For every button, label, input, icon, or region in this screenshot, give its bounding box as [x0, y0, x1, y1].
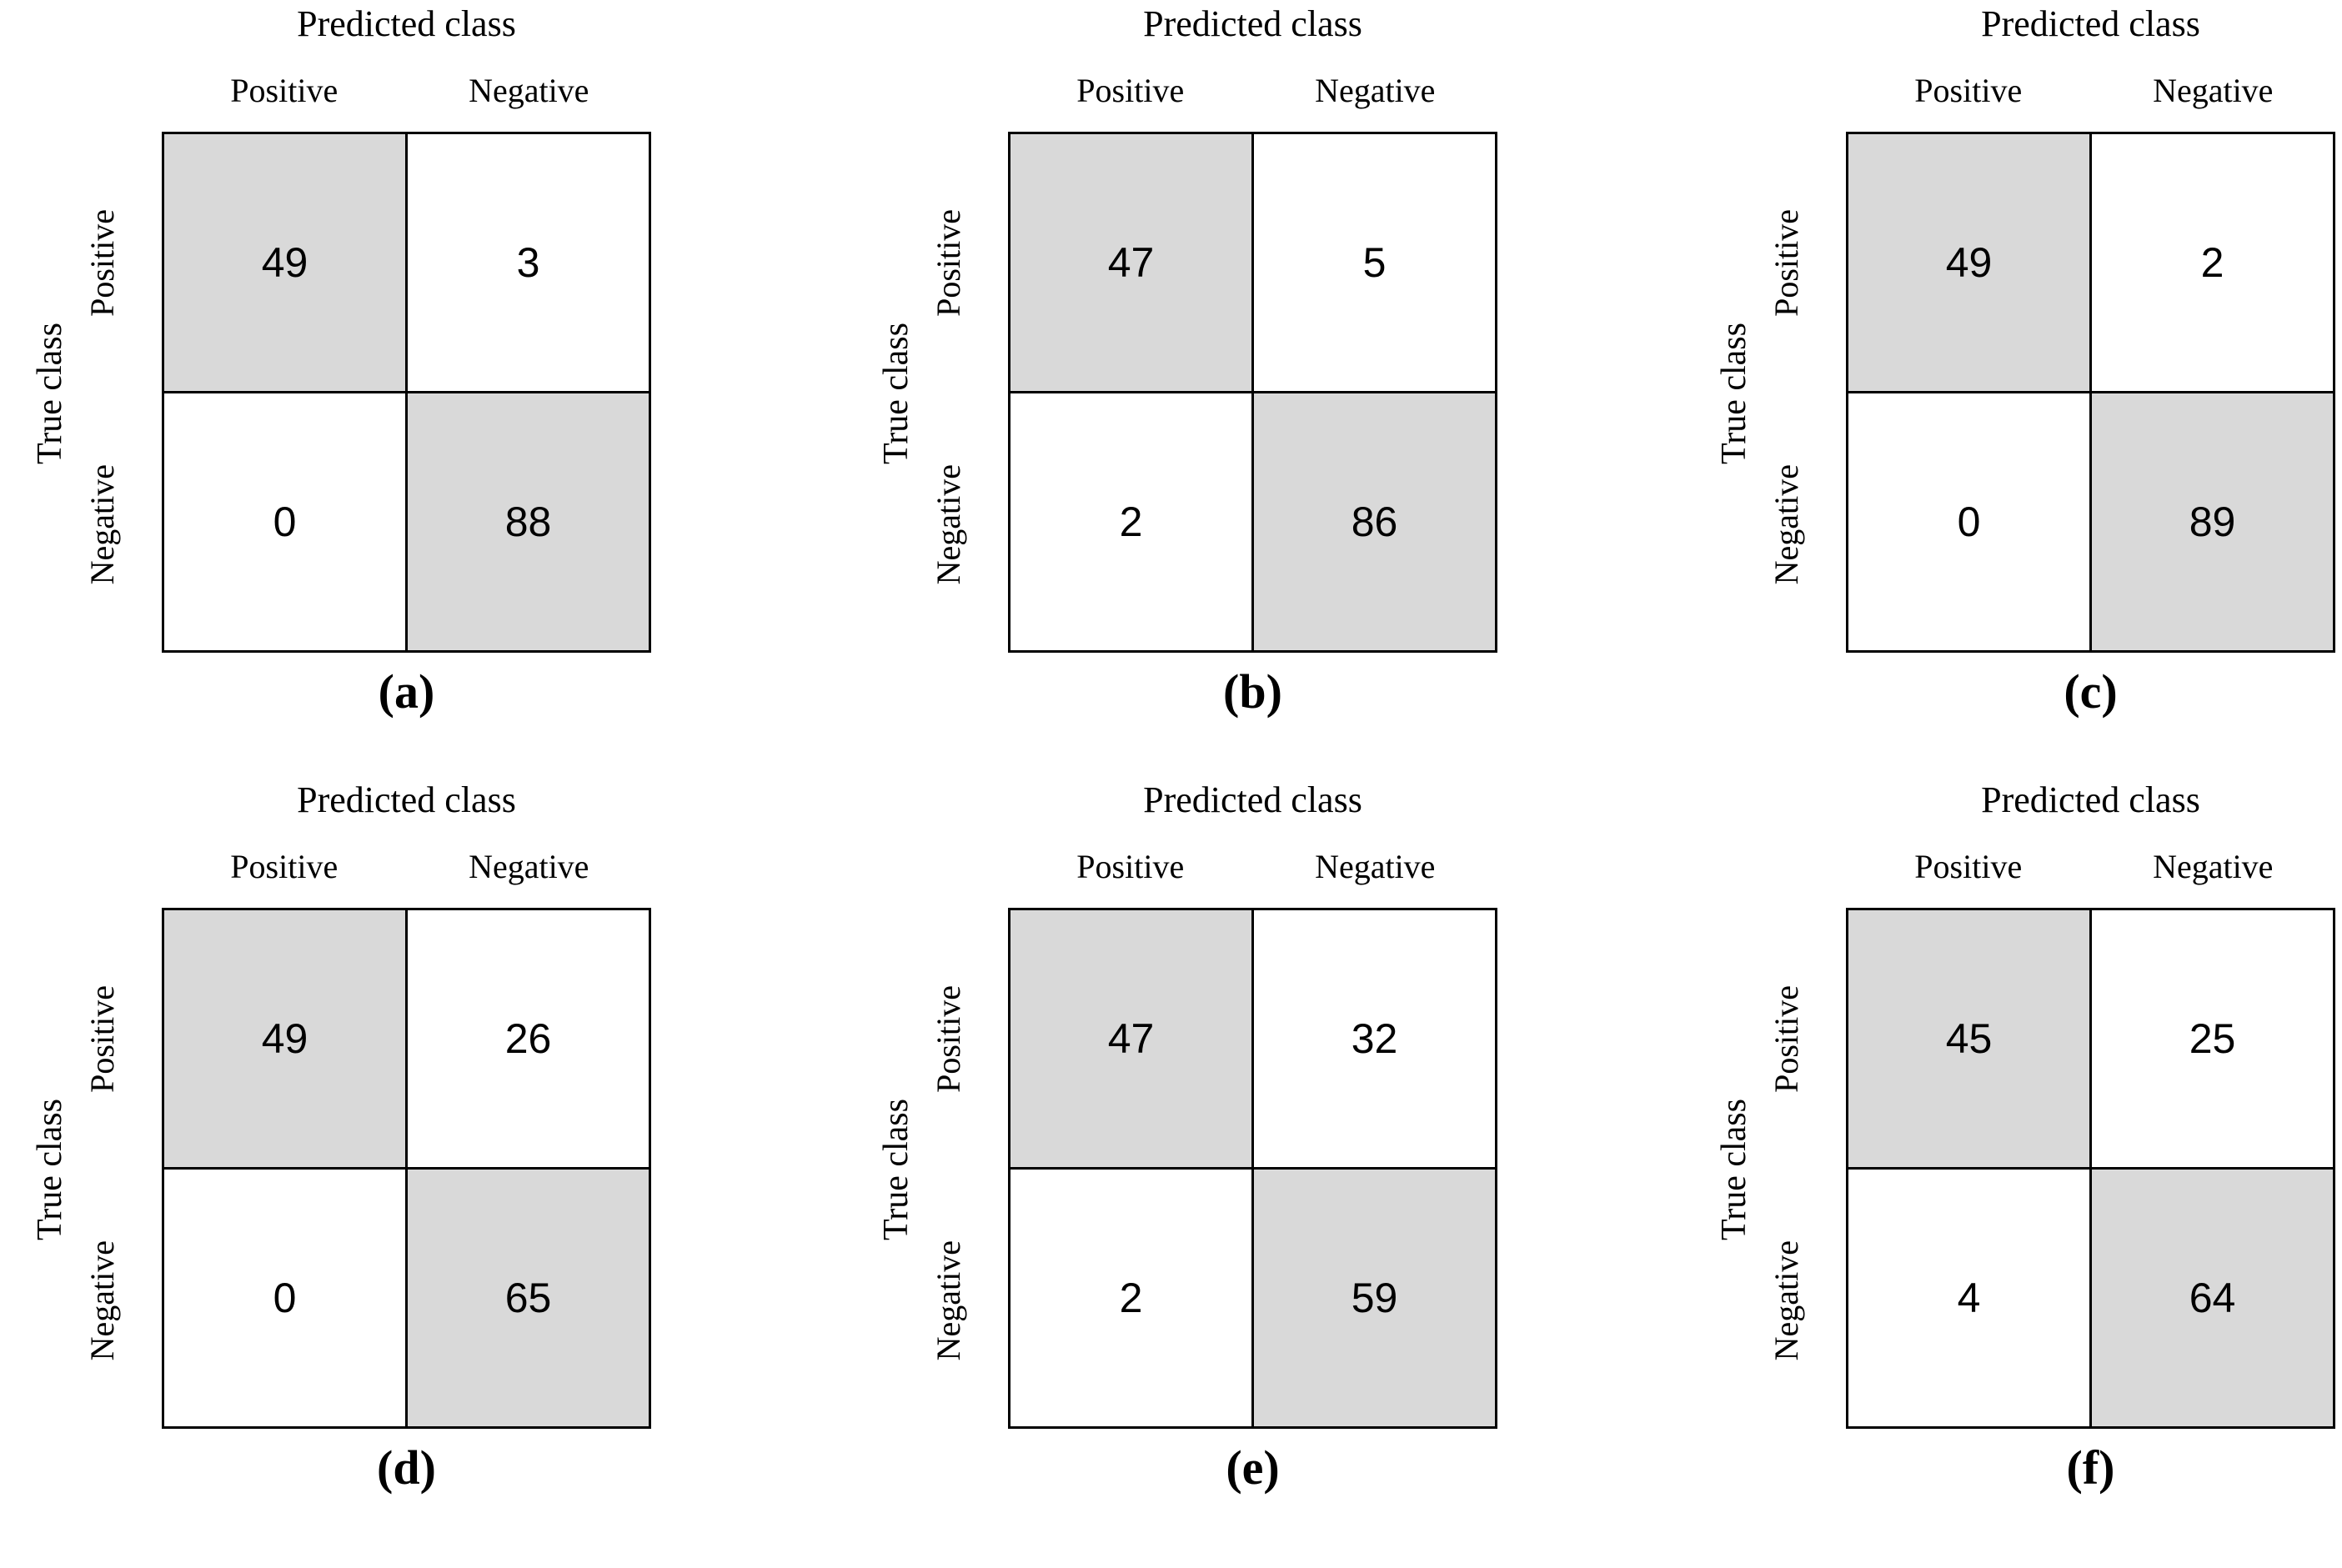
column-labels: Positive Negative — [1846, 848, 2335, 886]
true-class-axis-label: True class — [1715, 1099, 1753, 1240]
row-label-negative: Negative — [83, 1240, 121, 1361]
panel-caption: (b) — [1223, 664, 1282, 719]
col-label-negative: Negative — [469, 848, 589, 885]
predicted-class-title: Predicted class — [1143, 3, 1362, 44]
predicted-class-title: Predicted class — [1981, 779, 2200, 820]
row-label-positive: Positive — [1767, 984, 1805, 1093]
cell-true-negative: 64 — [2089, 1167, 2335, 1429]
predicted-class-title: Predicted class — [1981, 3, 2200, 44]
cell-true-positive: 49 — [1846, 132, 2092, 393]
col-label-negative: Negative — [2153, 848, 2274, 885]
panel-e: Predicted class Positive Negative True c… — [871, 776, 1505, 1530]
cell-false-positive: 0 — [162, 391, 408, 653]
row-label-negative: Negative — [929, 463, 967, 585]
panel-b: Predicted class Positive Negative True c… — [871, 0, 1505, 754]
panel-caption: (d) — [377, 1440, 436, 1495]
cell-false-negative: 2 — [2089, 132, 2335, 393]
cell-true-positive: 49 — [162, 908, 408, 1170]
column-labels: Positive Negative — [1008, 72, 1497, 110]
col-label-negative: Negative — [2153, 72, 2274, 109]
cell-false-positive: 4 — [1846, 1167, 2092, 1429]
cell-true-negative: 88 — [405, 391, 651, 653]
col-label-positive: Positive — [1076, 848, 1185, 885]
true-class-axis-label: True class — [877, 1099, 915, 1240]
cell-true-positive: 47 — [1008, 908, 1254, 1170]
confusion-matrix-table: 49 26 0 65 — [162, 908, 651, 1429]
true-class-axis-label: True class — [31, 1099, 69, 1240]
col-label-positive: Positive — [1076, 72, 1185, 109]
cell-false-negative: 3 — [405, 132, 651, 393]
panel-caption: (e) — [1226, 1440, 1280, 1495]
col-label-positive: Positive — [1914, 72, 2023, 109]
column-labels: Positive Negative — [162, 848, 651, 886]
col-label-positive: Positive — [230, 72, 339, 109]
cell-true-negative: 89 — [2089, 391, 2335, 653]
row-label-negative: Negative — [83, 463, 121, 585]
cell-true-negative: 86 — [1251, 391, 1497, 653]
true-class-axis-label: True class — [1715, 323, 1753, 464]
cell-true-positive: 45 — [1846, 908, 2092, 1170]
cell-false-positive: 0 — [162, 1167, 408, 1429]
col-label-positive: Positive — [1914, 848, 2023, 885]
panel-a: Predicted class Positive Negative True c… — [25, 0, 659, 754]
panel-caption: (a) — [378, 664, 435, 719]
row-labels: Positive Negative — [77, 908, 127, 1431]
row-labels: Positive Negative — [1761, 908, 1811, 1431]
cell-false-negative: 25 — [2089, 908, 2335, 1170]
cell-false-negative: 32 — [1251, 908, 1497, 1170]
predicted-class-title: Predicted class — [1143, 779, 1362, 820]
panel-d: Predicted class Positive Negative True c… — [25, 776, 659, 1530]
col-label-positive: Positive — [230, 848, 339, 885]
true-class-axis-label: True class — [877, 323, 915, 464]
row-labels: Positive Negative — [923, 908, 973, 1431]
confusion-matrix-table: 49 2 0 89 — [1846, 132, 2335, 653]
panel-caption: (f) — [2066, 1440, 2115, 1495]
row-label-positive: Positive — [929, 984, 967, 1093]
cell-false-negative: 5 — [1251, 132, 1497, 393]
cell-true-positive: 49 — [162, 132, 408, 393]
cell-false-negative: 26 — [405, 908, 651, 1170]
confusion-matrix-table: 47 32 2 59 — [1008, 908, 1497, 1429]
cell-false-positive: 2 — [1008, 391, 1254, 653]
row-label-negative: Negative — [1767, 1240, 1805, 1361]
column-labels: Positive Negative — [1846, 72, 2335, 110]
col-label-negative: Negative — [1315, 72, 1436, 109]
row-labels: Positive Negative — [77, 132, 127, 655]
panel-caption: (c) — [2064, 664, 2118, 719]
panel-c: Predicted class Positive Negative True c… — [1709, 0, 2342, 754]
confusion-matrix-table: 47 5 2 86 — [1008, 132, 1497, 653]
row-labels: Positive Negative — [1761, 132, 1811, 655]
column-labels: Positive Negative — [1008, 848, 1497, 886]
confusion-matrix-table: 45 25 4 64 — [1846, 908, 2335, 1429]
row-label-positive: Positive — [83, 208, 121, 317]
predicted-class-title: Predicted class — [297, 3, 516, 44]
panel-f: Predicted class Positive Negative True c… — [1709, 776, 2342, 1530]
row-label-negative: Negative — [1767, 463, 1805, 585]
confusion-matrix-table: 49 3 0 88 — [162, 132, 651, 653]
cell-true-positive: 47 — [1008, 132, 1254, 393]
row-label-negative: Negative — [929, 1240, 967, 1361]
col-label-negative: Negative — [469, 72, 589, 109]
col-label-negative: Negative — [1315, 848, 1436, 885]
cell-true-negative: 65 — [405, 1167, 651, 1429]
cell-false-positive: 2 — [1008, 1167, 1254, 1429]
predicted-class-title: Predicted class — [297, 779, 516, 820]
row-labels: Positive Negative — [923, 132, 973, 655]
cell-true-negative: 59 — [1251, 1167, 1497, 1429]
true-class-axis-label: True class — [31, 323, 69, 464]
row-label-positive: Positive — [1767, 208, 1805, 317]
cell-false-positive: 0 — [1846, 391, 2092, 653]
row-label-positive: Positive — [929, 208, 967, 317]
column-labels: Positive Negative — [162, 72, 651, 110]
row-label-positive: Positive — [83, 984, 121, 1093]
